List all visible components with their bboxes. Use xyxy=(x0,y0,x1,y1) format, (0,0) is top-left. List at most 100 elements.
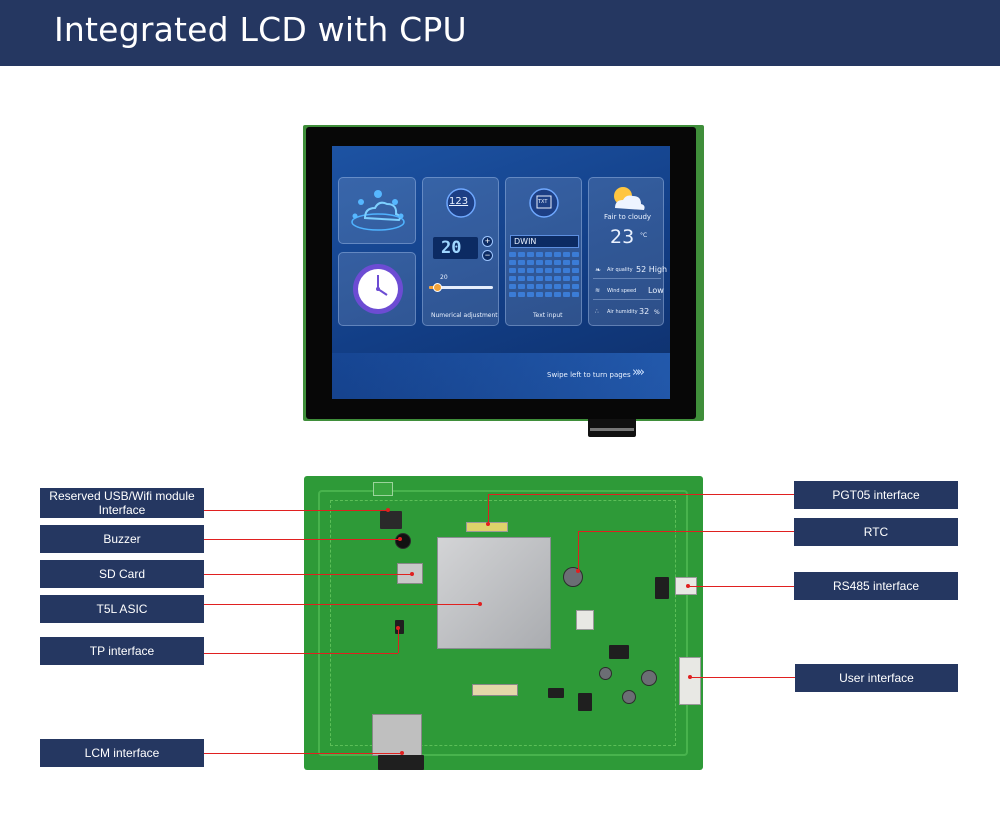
text-icon xyxy=(529,188,559,218)
callout-user-interface: User interface xyxy=(795,664,958,692)
keyboard-key[interactable] xyxy=(554,284,561,289)
callout-usb-wifi: Reserved USB/Wifi module Interface xyxy=(40,488,204,518)
weather-condition: Fair to cloudy xyxy=(604,213,652,221)
callout-rtc: RTC xyxy=(794,518,958,546)
keyboard-key[interactable] xyxy=(518,276,525,281)
leader-sd-card xyxy=(204,574,412,575)
keyboard-key[interactable] xyxy=(527,268,534,273)
keyboard-key[interactable] xyxy=(518,252,525,257)
keyboard-key[interactable] xyxy=(536,284,543,289)
rtc-crystal xyxy=(576,610,594,630)
slider-value: 20 xyxy=(440,274,448,281)
air-quality-label: Air quality xyxy=(607,267,633,273)
keyboard-key[interactable] xyxy=(563,292,570,297)
transceiver-ic xyxy=(655,577,669,599)
keyboard-key[interactable] xyxy=(572,292,579,297)
keyboard-key[interactable] xyxy=(545,292,552,297)
virtual-keyboard[interactable] xyxy=(509,252,581,302)
keyboard-key[interactable] xyxy=(527,276,534,281)
lcd-screen: 123 20 + − 20 Numerical adjustment TXT D… xyxy=(332,146,670,399)
keyboard-key[interactable] xyxy=(563,284,570,289)
keyboard-key[interactable] xyxy=(509,284,516,289)
swipe-bar[interactable]: Swipe left to turn pages »» xyxy=(332,353,670,399)
temperature-value: 23 xyxy=(610,226,635,248)
leader-pgt05 xyxy=(488,494,794,495)
text-input-value: DWIN xyxy=(514,237,537,246)
keyboard-key[interactable] xyxy=(527,260,534,265)
keyboard-key[interactable] xyxy=(527,252,534,257)
cloud-card[interactable] xyxy=(338,177,416,244)
text-caption: Text input xyxy=(533,312,563,319)
number-icon xyxy=(446,188,476,218)
lcm-fpc xyxy=(378,755,424,770)
humidity-icon: ∴ xyxy=(595,308,599,315)
keyboard-key[interactable] xyxy=(536,292,543,297)
keyboard-key[interactable] xyxy=(572,284,579,289)
mosfet xyxy=(578,693,592,711)
number-caption: Numerical adjustment xyxy=(431,312,498,319)
keyboard-key[interactable] xyxy=(554,276,561,281)
keyboard-key[interactable] xyxy=(545,268,552,273)
air-quality-value: 52 High xyxy=(636,265,668,274)
callout-rs485: RS485 interface xyxy=(794,572,958,600)
slider-track[interactable] xyxy=(429,286,493,289)
keyboard-key[interactable] xyxy=(545,276,552,281)
leader-dot xyxy=(400,751,404,755)
keyboard-key[interactable] xyxy=(572,252,579,257)
keyboard-key[interactable] xyxy=(509,252,516,257)
text-input-card[interactable]: TXT DWIN Text input xyxy=(505,177,582,326)
keyboard-key[interactable] xyxy=(563,276,570,281)
keyboard-key[interactable] xyxy=(536,260,543,265)
keyboard-key[interactable] xyxy=(518,292,525,297)
keyboard-key[interactable] xyxy=(509,268,516,273)
keyboard-key[interactable] xyxy=(509,292,516,297)
slider-thumb[interactable] xyxy=(432,283,442,292)
decrement-button[interactable]: − xyxy=(482,250,493,261)
leader-usb-wifi xyxy=(204,510,388,511)
air-humidity-value: 32 xyxy=(639,307,650,316)
keyboard-key[interactable] xyxy=(554,292,561,297)
wind-speed-value: Low xyxy=(648,286,664,295)
clock-card[interactable] xyxy=(338,252,416,326)
keyboard-key[interactable] xyxy=(563,252,570,257)
weather-row-wind: ≋ Wind speed Low xyxy=(593,283,664,300)
keyboard-key[interactable] xyxy=(518,268,525,273)
keyboard-key[interactable] xyxy=(572,268,579,273)
keyboard-key[interactable] xyxy=(545,284,552,289)
keyboard-key[interactable] xyxy=(536,252,543,257)
keyboard-key[interactable] xyxy=(536,268,543,273)
keyboard-key[interactable] xyxy=(554,260,561,265)
number-icon-label: 123 xyxy=(449,196,469,207)
keyboard-key[interactable] xyxy=(554,268,561,273)
keyboard-key[interactable] xyxy=(563,268,570,273)
keyboard-key[interactable] xyxy=(545,260,552,265)
leader-rs485 xyxy=(688,586,794,587)
regulator-ic xyxy=(609,645,629,659)
fpc-cable-stripe xyxy=(590,428,634,431)
keyboard-key[interactable] xyxy=(509,260,516,265)
rtc-battery xyxy=(563,567,583,587)
clock-icon xyxy=(353,264,403,314)
keyboard-key[interactable] xyxy=(572,260,579,265)
increment-button[interactable]: + xyxy=(482,236,493,247)
leader-tp-interface xyxy=(204,653,398,654)
keyboard-key[interactable] xyxy=(545,252,552,257)
weather-card[interactable]: Fair to cloudy 23 °C ❧ Air quality 52 Hi… xyxy=(588,177,668,326)
keyboard-key[interactable] xyxy=(563,260,570,265)
callout-tp-interface: TP interface xyxy=(40,637,204,665)
callout-buzzer: Buzzer xyxy=(40,525,204,553)
leader-buzzer xyxy=(204,539,400,540)
t5l-asic-chip xyxy=(437,537,551,649)
keyboard-key[interactable] xyxy=(518,260,525,265)
keyboard-key[interactable] xyxy=(527,284,534,289)
keyboard-key[interactable] xyxy=(536,276,543,281)
keyboard-key[interactable] xyxy=(518,284,525,289)
keyboard-key[interactable] xyxy=(527,292,534,297)
numerical-adjust-card[interactable]: 123 20 + − 20 Numerical adjustment xyxy=(422,177,499,326)
capacitor xyxy=(599,667,612,680)
keyboard-key[interactable] xyxy=(572,276,579,281)
keyboard-key[interactable] xyxy=(509,276,516,281)
text-input-field[interactable]: DWIN xyxy=(510,235,579,248)
keyboard-key[interactable] xyxy=(554,252,561,257)
chevrons-right-icon: »» xyxy=(632,365,645,380)
